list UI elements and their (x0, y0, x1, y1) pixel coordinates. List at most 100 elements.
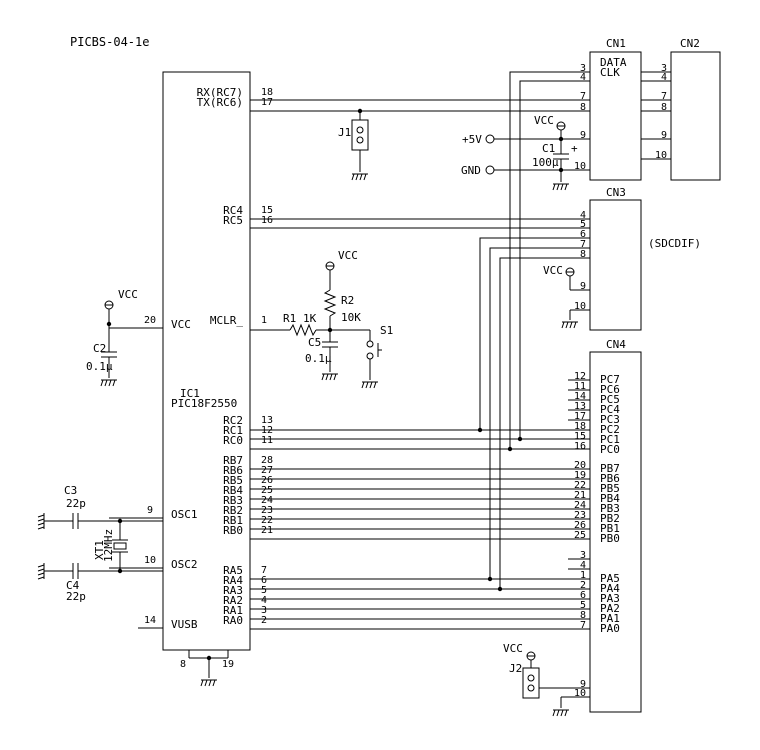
ic1-pin-label: RB6 (223, 464, 243, 477)
cn4-pin-number: 22 (574, 480, 586, 491)
cn3-pin-number: 4 (580, 210, 586, 221)
cn3-pin-number: 9 (580, 281, 586, 292)
cn4-pin-number: 3 (580, 550, 586, 561)
cn1-body (589, 51, 642, 181)
cn1-power: VCC +5V C1 + 100μ GND (461, 114, 590, 191)
ic1-pin-label: RB4 (223, 484, 243, 497)
cn2-body (670, 51, 721, 181)
ground-symbol (561, 321, 578, 329)
ic1-pin-number: 4 (261, 595, 267, 606)
signal-wire (519, 80, 590, 439)
ic1-pin-number: 22 (261, 515, 273, 526)
junction-dot (517, 436, 523, 442)
ic1-pin-label: RC1 (223, 424, 243, 437)
ic1-pin-number: 15 (261, 205, 273, 216)
ic1-pin-number: 16 (261, 215, 273, 226)
cn4-pin-label: PB3 (600, 502, 620, 515)
ground-symbol (552, 709, 569, 717)
cn2-pin-number: 8 (661, 102, 667, 113)
ic1-pin-label: RB5 (223, 474, 243, 487)
cn3-pin-number: 10 (574, 301, 586, 312)
ic1-pin-label: RA3 (223, 584, 243, 597)
cn4-pin-number: 1 (580, 570, 586, 581)
cn4-pin-label: PC0 (600, 443, 620, 456)
cn4-pin-label: PA0 (600, 622, 620, 635)
cn4-pin-number: 15 (574, 431, 586, 442)
schematic-title: PICBS-04-1e (70, 35, 149, 49)
cn2-pin-number: 7 (661, 91, 667, 102)
cn1-pin-number: 7 (580, 91, 586, 102)
ground-symbol (200, 679, 217, 687)
cn1-label-data: DATA (600, 56, 627, 69)
cn4-pin-label: PC4 (600, 403, 620, 416)
cn1-pin-number: 8 (580, 102, 586, 113)
ic1-pin-label: OSC1 (171, 508, 198, 521)
cn4-pin-number: 17 (574, 411, 586, 422)
ic1-pin-number: 3 (261, 605, 267, 616)
r2-name: R2 (341, 294, 354, 307)
ic1-pin-label: MCLR_ (210, 314, 243, 327)
r2-value: 10K (341, 311, 361, 324)
j2-network: VCC J2 (503, 642, 590, 717)
ic1-pin-label: RA0 (223, 614, 243, 627)
ground-symbol-left (37, 563, 45, 580)
vcc-label: VCC (534, 114, 554, 127)
cn4-pin-number: 19 (574, 470, 586, 481)
ic1-pin-label: RB1 (223, 514, 243, 527)
ic1-pin-number: 27 (261, 465, 273, 476)
ground-symbol (361, 381, 378, 389)
ic1-pin-number: 20 (144, 315, 156, 326)
cn2-pin-number: 4 (661, 72, 667, 83)
ic1-pin-label: RB3 (223, 494, 243, 507)
ic1-pin-number: 1 (261, 315, 267, 326)
cn3-pin-number: 5 (580, 219, 586, 230)
vcc-label: VCC (118, 288, 138, 301)
ic1-pin-number: 23 (261, 505, 273, 516)
ic1-pin-label: RB2 (223, 504, 243, 517)
cn2-name: CN2 (680, 37, 700, 50)
signal-wire (489, 247, 590, 579)
xt1-name: XT1 (93, 540, 106, 560)
ic1-pin-number: 9 (147, 505, 153, 516)
plus5v-terminal (485, 134, 495, 144)
ic1-pin-number: 24 (261, 495, 273, 506)
cn4-pin-label: PA2 (600, 602, 620, 615)
c3-name: C3 (64, 484, 77, 497)
vcc-label: VCC (338, 249, 358, 262)
signal-wire (509, 71, 590, 449)
c2-name: C2 (93, 342, 106, 355)
oscillator-network: C3 22p C4 22p XT1 12MHz (37, 484, 163, 603)
ic1-pin-number: 21 (261, 525, 273, 536)
vcc-label: VCC (543, 264, 563, 277)
s1-contact (366, 340, 374, 348)
j1-name: J1 (338, 126, 351, 139)
cn4-pin-number: 23 (574, 510, 586, 521)
ic1-pin-number: 5 (261, 585, 267, 596)
cn4-pin-number: 14 (574, 391, 586, 402)
junction-dot (487, 576, 493, 582)
cn4-pin-label: PC7 (600, 373, 620, 386)
cn4-pin-number: 26 (574, 520, 586, 531)
c2-value: 0.1μ (86, 360, 113, 373)
c1-value: 100μ (532, 156, 559, 169)
xt1-value: 12MHz (102, 529, 115, 562)
ic1-pin-label: RA5 (223, 564, 243, 577)
ic1-pin-8-num: 8 (180, 659, 186, 670)
c5-name: C5 (308, 336, 321, 349)
cn4-pin-label: PC1 (600, 433, 620, 446)
r1-value: 1K (303, 312, 317, 325)
cn4-pin-number: 11 (574, 381, 586, 392)
ic1-pin-number: 13 (261, 415, 273, 426)
gnd-label: GND (461, 164, 481, 177)
ic1-pin-number: 2 (261, 615, 267, 626)
cn4-pin-number: 25 (574, 530, 586, 541)
ic1-name: IC1 (180, 387, 200, 400)
cn4-body (589, 351, 642, 713)
ic1-pin-label: VUSB (171, 618, 198, 631)
ic1-pin-label: RB7 (223, 454, 243, 467)
r1-name: R1 (283, 312, 296, 325)
